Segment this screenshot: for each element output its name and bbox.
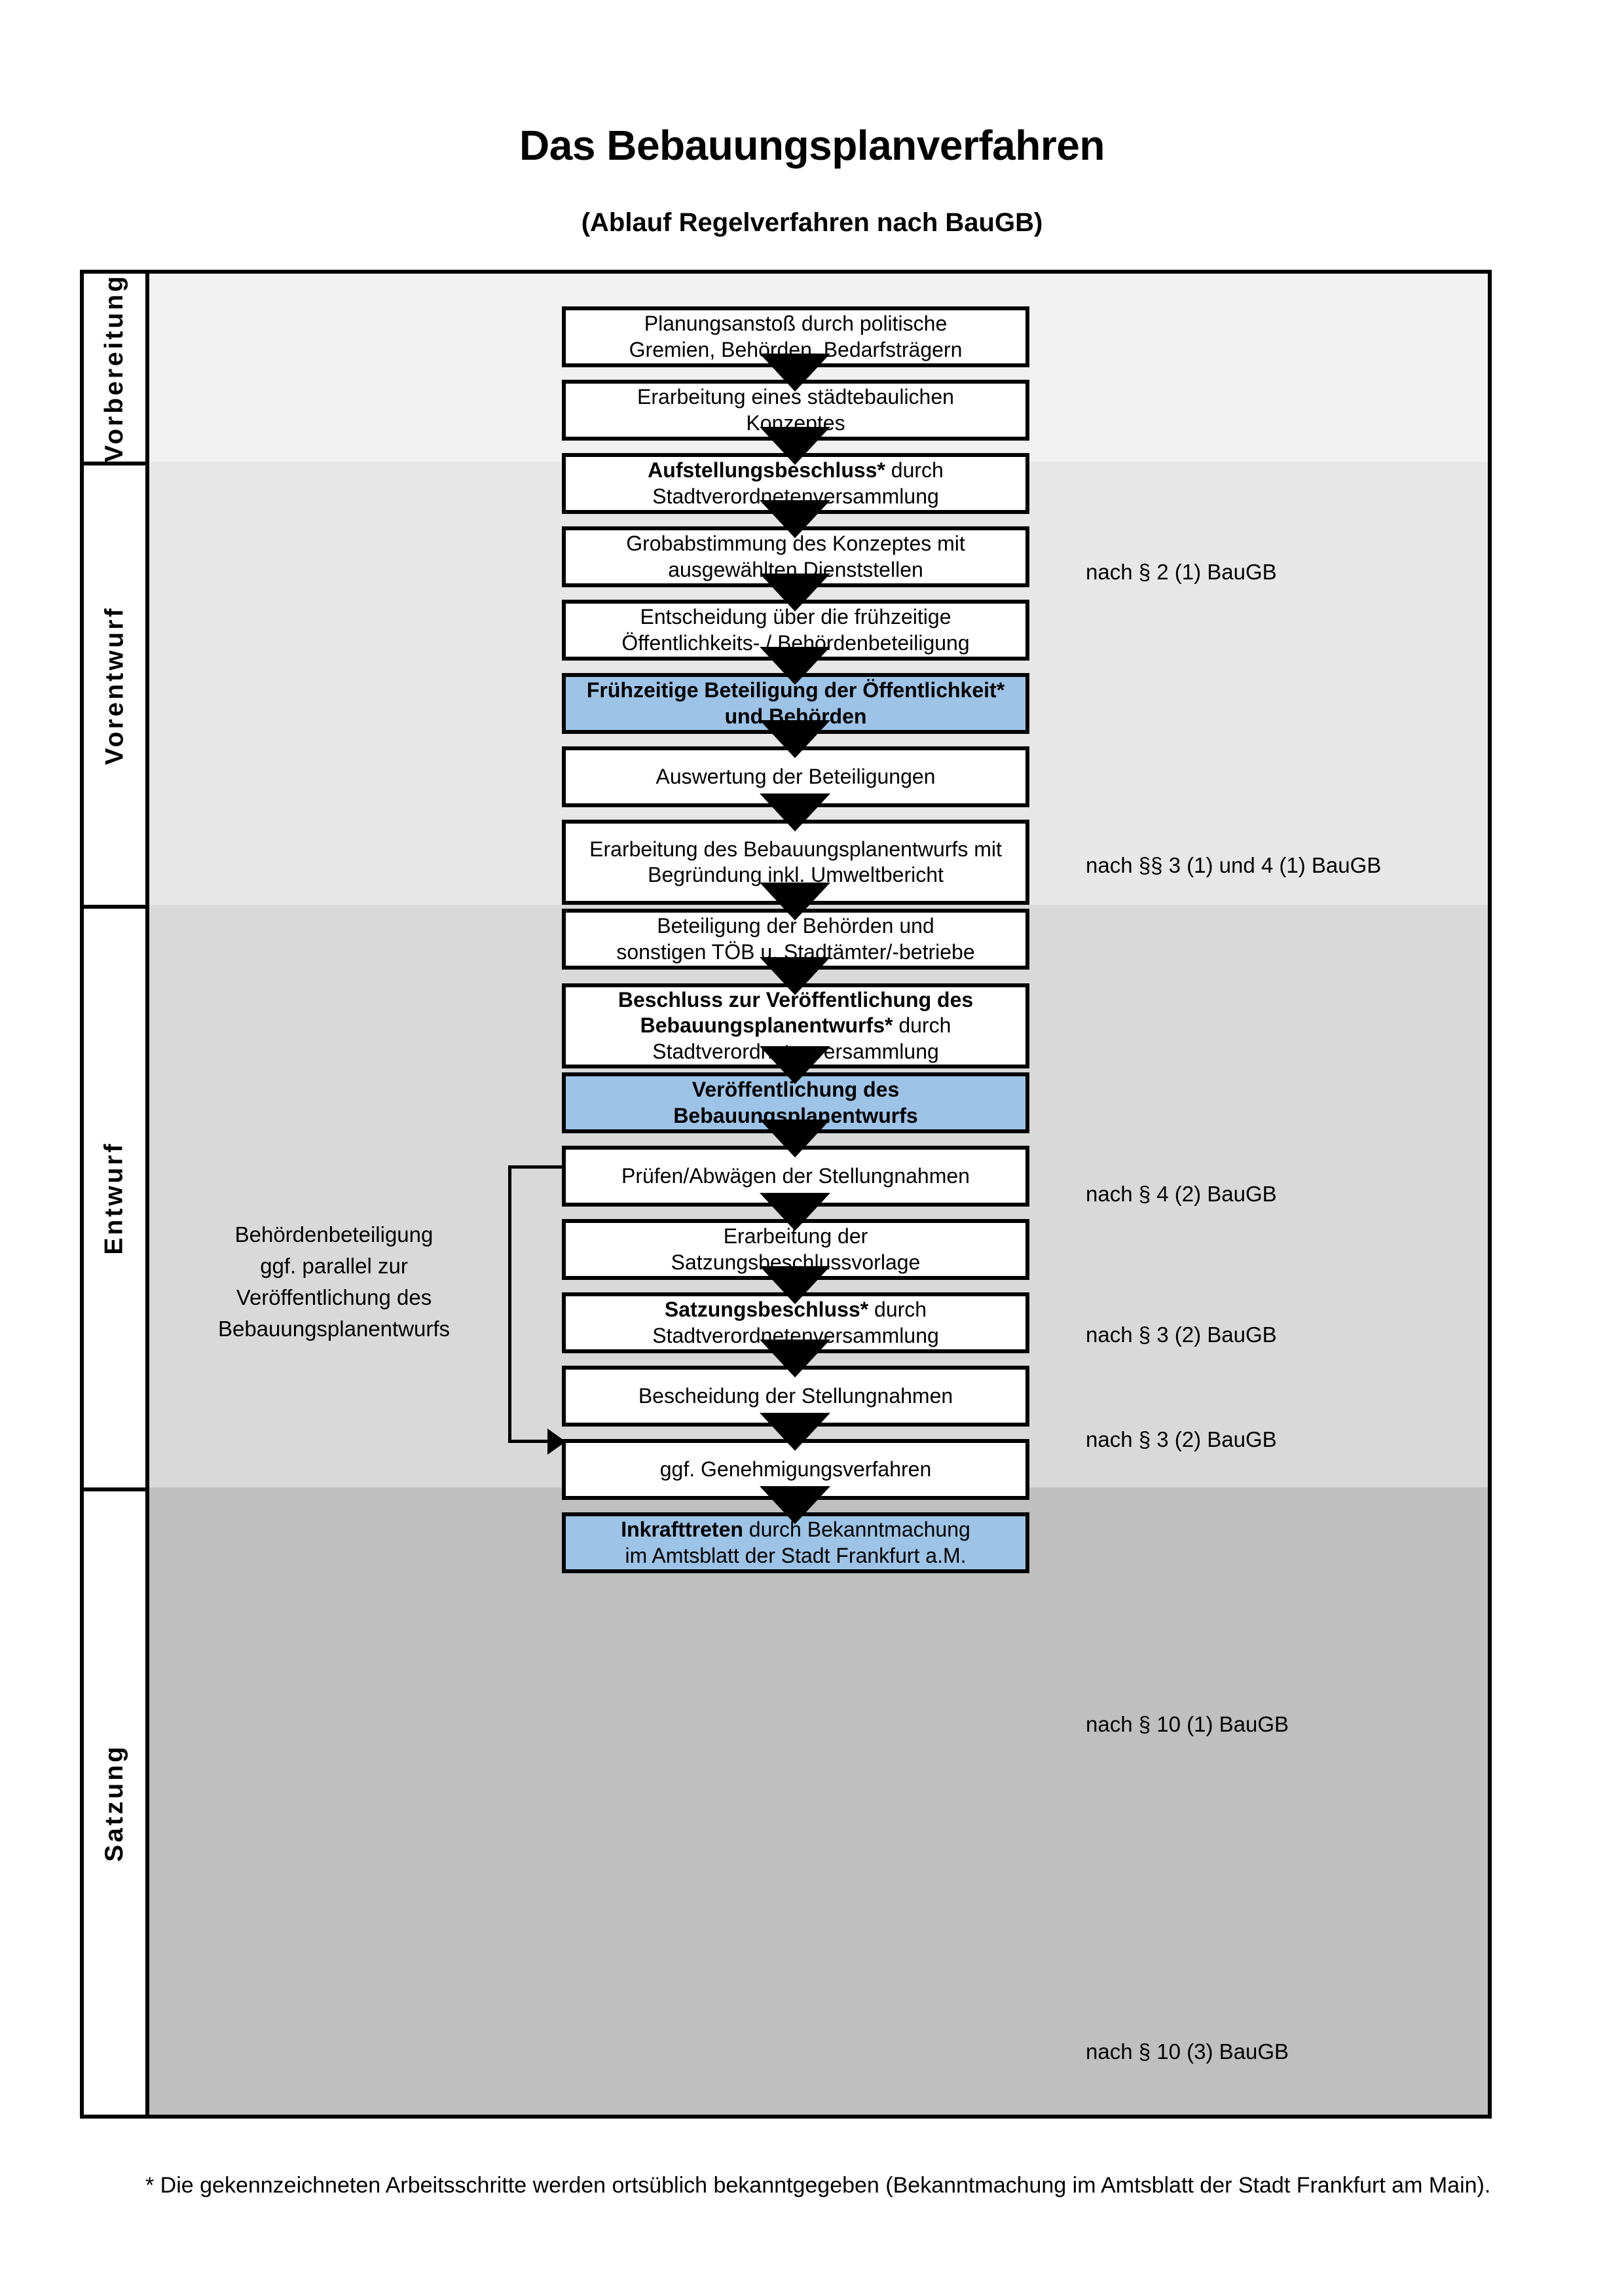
phase-label-vorbereitung: Vorbereitung <box>84 274 145 462</box>
box-bold-text: Frühzeitige Beteiligung der Öffentlichke… <box>586 678 1005 728</box>
arrow-down-icon <box>760 1193 830 1231</box>
arrow-down-icon <box>760 957 830 995</box>
box-line-1: ggf. Genehmigungsverfahren <box>659 1457 932 1481</box>
footnote-text: * Die gekennzeichneten Arbeitsschritte w… <box>145 2173 1491 2198</box>
flow-box-beschluss-veroeffentlichung[interactable]: Beschluss zur Veröffentlichung des Bebau… <box>562 983 1029 1068</box>
legal-ref-3-2-a: nach § 3 (2) BauGB <box>1086 1322 1277 1347</box>
feedback-connector-bottom-segment <box>508 1440 549 1443</box>
arrow-down-icon <box>760 883 830 920</box>
legal-ref-2-1: nach § 2 (1) BauGB <box>1086 560 1277 584</box>
arrow-down-icon <box>760 1413 830 1451</box>
arrow-down-icon <box>760 500 830 538</box>
arrow-down-icon <box>760 427 830 465</box>
phase-label-vorentwurf: Vorentwurf <box>84 465 145 905</box>
sidenote-line-1: Behördenbeteiligung <box>234 1222 434 1247</box>
label-column-divider <box>145 270 149 2119</box>
sidenote-line-2: ggf. parallel zur <box>260 1253 408 1278</box>
box-line-1: Erarbeitung des Bebauungsplanentwurfs mi… <box>589 837 1002 861</box>
arrow-down-icon <box>760 793 830 831</box>
phase-label-satzung: Satzung <box>84 1491 145 2115</box>
box-line-1: durch <box>893 1013 951 1038</box>
box-line-1: Auswertung der Beteiligungen <box>655 764 936 788</box>
arrow-down-icon <box>760 720 830 758</box>
legal-ref-10-1: nach § 10 (1) BauGB <box>1086 1712 1289 1736</box>
phase-separator <box>84 1487 149 1491</box>
diagram-frame <box>80 270 1492 2119</box>
arrow-down-icon <box>760 647 830 685</box>
phase-label-entwurf: Entwurf <box>84 909 145 1487</box>
page-subtitle: (Ablauf Regelverfahren nach BauGB) <box>581 208 1043 237</box>
arrow-down-icon <box>760 354 830 392</box>
feedback-connector-vertical-segment <box>508 1165 511 1443</box>
arrow-down-icon <box>760 574 830 611</box>
box-line-2: im Amtsblatt der Stadt Frankfurt a.M. <box>625 1543 967 1567</box>
phase-band-satzung <box>149 1487 1488 2115</box>
legal-ref-4-2: nach § 4 (2) BauGB <box>1086 1182 1277 1206</box>
legal-ref-10-3: nach § 10 (3) BauGB <box>1086 2039 1289 2064</box>
feedback-connector-top-segment <box>508 1165 564 1169</box>
arrow-down-icon <box>760 1486 830 1524</box>
box-line-1: Prüfen/Abwägen der Stellungnahmen <box>621 1163 970 1188</box>
phase-separator <box>84 905 149 909</box>
arrow-down-icon <box>760 1266 830 1304</box>
arrow-down-icon <box>760 1120 830 1157</box>
flow-box-erarbeitung-entwurf[interactable]: Erarbeitung des Bebauungsplanentwurfs mi… <box>562 820 1029 905</box>
page-title: Das Bebauungsplanverfahren <box>519 122 1105 169</box>
arrow-down-icon <box>760 1339 830 1377</box>
box-line-1: durch <box>885 458 944 483</box>
box-line-1: Planungsanstoß durch politische <box>644 312 948 336</box>
box-line-1: Bescheidung der Stellungnahmen <box>638 1383 953 1408</box>
box-line-1: durch <box>868 1298 927 1322</box>
sidenote-behoerdenbeteiligung: Behördenbeteiligung ggf. parallel zur Ve… <box>190 1219 478 1344</box>
phase-separator <box>84 462 149 465</box>
arrow-down-icon <box>760 1046 830 1084</box>
sidenote-line-3: Veröffentlichung des <box>236 1285 432 1309</box>
legal-ref-3-1-4-1: nach §§ 3 (1) und 4 (1) BauGB <box>1086 853 1382 877</box>
box-bold-text: Beschluss zur Veröffentlichung des Bebau… <box>618 988 974 1038</box>
sidenote-line-4: Bebauungsplanentwurfs <box>217 1316 451 1341</box>
box-bold-text: Inkrafttreten <box>621 1518 743 1542</box>
legal-ref-3-2-b: nach § 3 (2) BauGB <box>1086 1427 1277 1451</box>
